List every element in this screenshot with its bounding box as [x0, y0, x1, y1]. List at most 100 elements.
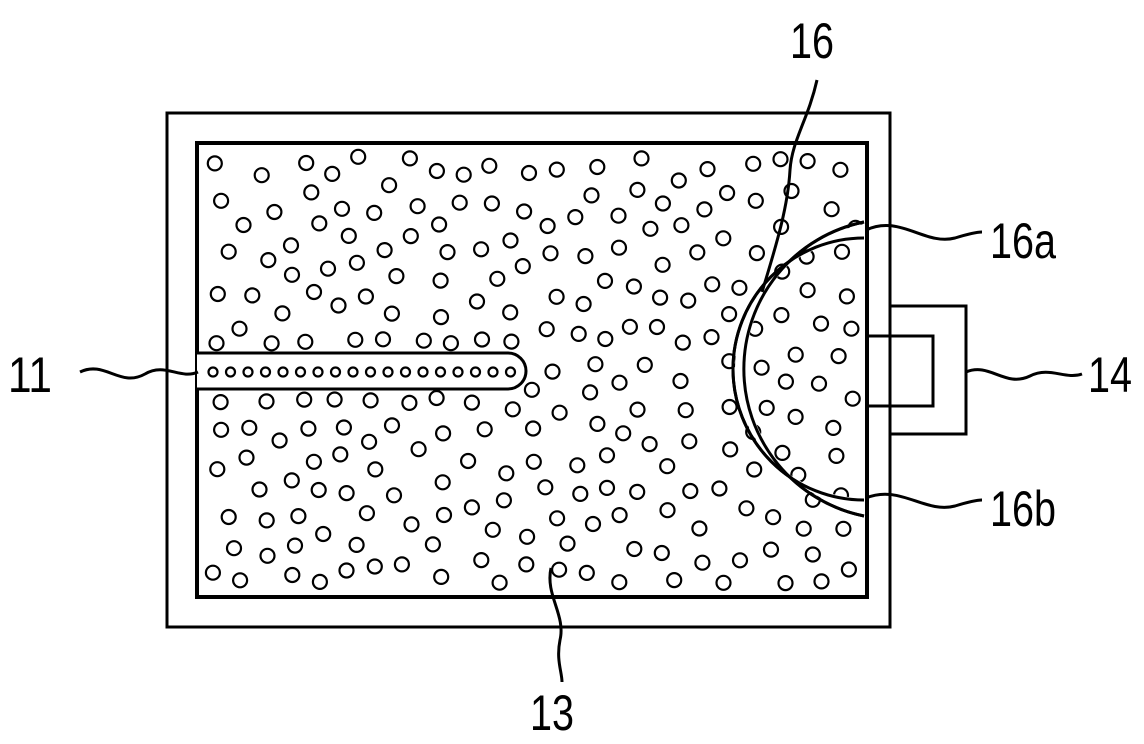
particle: [598, 479, 616, 496]
pipe-holes: [207, 366, 517, 378]
pipe-hole: [277, 366, 289, 378]
particle: [401, 150, 418, 167]
particle: [358, 505, 375, 522]
pipe-hole: [399, 366, 412, 378]
particle: [303, 184, 320, 201]
particle: [502, 304, 519, 321]
particle: [428, 162, 445, 180]
particle: [773, 307, 790, 324]
particle: [251, 481, 268, 498]
particle: [361, 433, 378, 450]
particle: [283, 266, 301, 283]
particle: [503, 333, 520, 350]
particle: [804, 546, 821, 563]
particle: [681, 433, 698, 450]
particle: [625, 278, 643, 295]
particle: [284, 566, 301, 584]
particle: [468, 293, 486, 310]
particle: [238, 449, 255, 466]
particle: [551, 404, 568, 421]
particle: [431, 216, 448, 233]
particle: [393, 556, 410, 573]
particle: [374, 331, 392, 348]
particle: [220, 508, 237, 526]
particle: [844, 390, 861, 407]
particle: [335, 419, 352, 436]
particle: [366, 558, 383, 575]
particle: [514, 258, 531, 275]
particle: [795, 520, 812, 537]
particle: [838, 288, 856, 305]
particle: [286, 537, 304, 554]
particle: [213, 192, 230, 209]
particle: [746, 461, 763, 478]
particle: [825, 419, 842, 436]
particle: [722, 441, 739, 458]
particle: [567, 209, 584, 226]
particle: [680, 292, 697, 309]
particle: [212, 394, 229, 411]
particle: [283, 472, 300, 489]
terminal-tab: [890, 304, 968, 436]
particle: [641, 436, 658, 453]
particle: [629, 181, 646, 198]
particle: [332, 446, 349, 463]
particle: [367, 461, 384, 478]
particle: [489, 270, 506, 287]
particle: [253, 167, 270, 184]
particle: [473, 551, 490, 569]
label-14: 14: [1088, 347, 1132, 403]
particle: [569, 457, 586, 474]
particle: [672, 372, 689, 390]
particle: [682, 482, 699, 500]
particle: [383, 305, 400, 322]
particle: [481, 157, 498, 174]
particle: [350, 148, 367, 165]
particle: [610, 239, 628, 256]
particle: [711, 480, 728, 497]
particle: [388, 268, 405, 285]
particle: [694, 554, 711, 571]
particle: [432, 309, 450, 326]
particle: [206, 155, 223, 172]
particle: [654, 256, 671, 273]
particle: [777, 574, 794, 592]
particle: [833, 243, 851, 260]
particle: [402, 228, 419, 245]
particle: [753, 359, 770, 376]
particle: [774, 444, 791, 461]
particle: [670, 172, 687, 189]
pipe-hole: [312, 366, 324, 378]
particle: [589, 415, 606, 432]
particle: [615, 425, 632, 442]
particle: [515, 203, 533, 220]
particle: [274, 305, 291, 322]
pipe-hole: [347, 366, 359, 378]
particle: [748, 245, 766, 262]
separator-inner-arc: [731, 236, 865, 502]
particle: [699, 161, 716, 178]
particle: [813, 573, 830, 590]
particle: [333, 200, 351, 217]
leader-13: [548, 567, 564, 683]
particle: [473, 331, 491, 348]
particle: [348, 254, 365, 271]
particle: [357, 288, 374, 305]
particle: [659, 502, 676, 519]
particle: [208, 335, 225, 352]
particle: [596, 272, 614, 289]
particle: [483, 195, 500, 212]
particle: [460, 452, 477, 470]
particle: [432, 272, 449, 289]
particle: [653, 544, 670, 562]
particle: [297, 333, 314, 350]
particle: [434, 474, 451, 491]
pipe-hole: [259, 366, 272, 378]
particle: [518, 556, 535, 573]
particle: [282, 237, 300, 254]
particle: [347, 331, 364, 348]
particle: [747, 192, 764, 209]
particle: [220, 243, 237, 260]
particle: [799, 153, 816, 170]
